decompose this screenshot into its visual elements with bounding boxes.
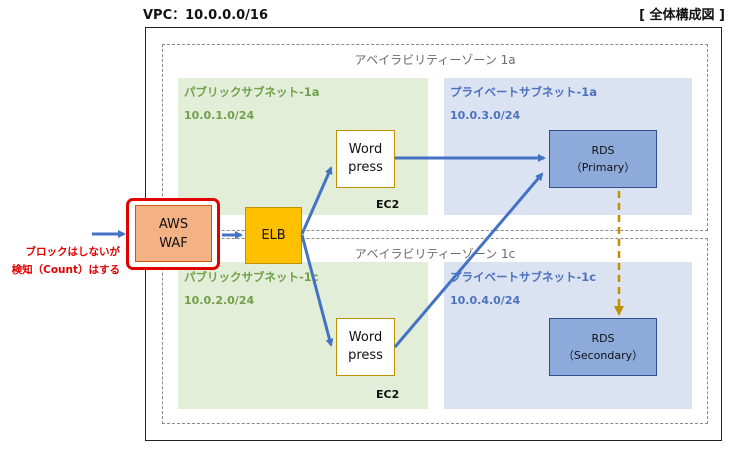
ec2-1a-tag: EC2 [376,198,400,211]
waf-note: ブロックはしないが 検知（Count）はする [2,243,120,279]
ec2-1a-line1: Word [348,142,383,157]
arrow-elb-to-ec2-1c [300,234,334,347]
ec2-1c-tag: EC2 [376,388,400,401]
private-subnet-1a-name: プライベートサブネット-1a [450,85,598,99]
private-subnet-1a-cidr: 10.0.3.0/24 [450,109,521,122]
az-1a-boundary [162,44,708,231]
public-subnet-1c-cidr: 10.0.2.0/24 [184,294,255,307]
ec2-1c-line1: Word [348,330,383,345]
rds-secondary-line1: RDS [591,332,615,345]
vpc-label: VPC：10.0.0.0/16 [143,8,269,23]
waf-line2: WAF [159,235,188,251]
elb[interactable]: ELB [245,207,302,264]
rds-primary-line1: RDS [591,144,615,157]
ec2-wordpress-1a[interactable]: Word press [336,130,395,188]
az-1a-label: アベイラビリティーゾーン 1a [354,53,516,67]
arrow-elb-to-ec2-1a [300,166,333,235]
arrow-ec2-1c-to-rds [393,172,544,348]
diagram-title: [ 全体構成図 ] [639,8,725,23]
private-subnet-1c-name: プライベートサブネット-1c [450,270,597,284]
rds-primary[interactable]: RDS （Primary） [549,130,657,188]
waf-note-line2: 検知（Count）はする [11,264,120,276]
ec2-1c-line2: press [348,348,383,363]
az-1c-boundary [162,238,708,424]
rds-secondary-line2: （Secondary） [562,349,644,362]
aws-waf[interactable]: AWS WAF [135,205,212,262]
public-subnet-1a-cidr: 10.0.1.0/24 [184,109,255,122]
waf-note-line1: ブロックはしないが [25,246,121,258]
ec2-wordpress-1c[interactable]: Word press [336,318,395,376]
public-subnet-1a-name: パブリックサブネット-1a [184,85,320,99]
private-subnet-1c-cidr: 10.0.4.0/24 [450,294,521,307]
rds-secondary[interactable]: RDS （Secondary） [549,318,657,376]
waf-line1: AWS [158,216,189,232]
elb-label: ELB [261,228,286,243]
ec2-1a-line2: press [348,160,383,175]
public-subnet-1c-name: パブリックサブネット-1c [184,270,319,284]
rds-primary-line2: （Primary） [570,161,636,174]
